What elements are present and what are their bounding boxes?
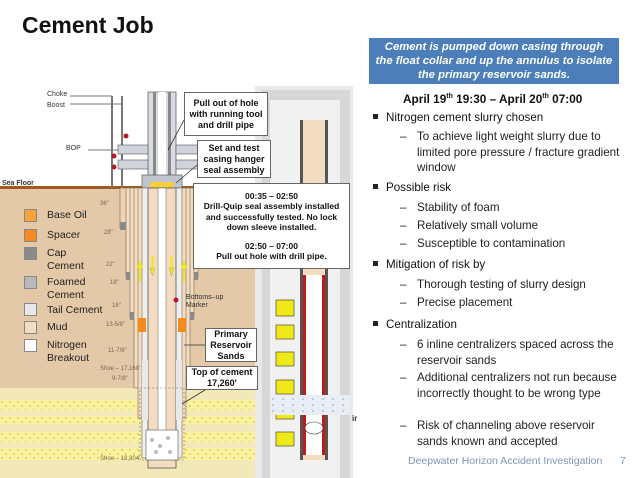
legend-label-cap-cement: Cap Cement xyxy=(47,247,84,272)
callout-primary-sands-text: Primary Reservoir Sands xyxy=(210,328,252,361)
date-end-sup: th xyxy=(542,93,549,101)
bullet-risk-text: Possible risk xyxy=(386,181,452,194)
bullet-mitigation-text: Mitigation of risk by xyxy=(386,258,486,271)
sub-bullet: –6 inline centralizers spaced across the… xyxy=(400,337,625,368)
footer-text: Deepwater Horizon Accident Investigation xyxy=(408,455,603,467)
legend-label-spacer: Spacer xyxy=(47,229,81,241)
sub-bullet: –Precise placement xyxy=(400,295,625,311)
sub-bullet: –Thorough testing of slurry design xyxy=(400,277,625,293)
timeline-box: 00:35 – 02:50 Drill-Quip seal assembly i… xyxy=(193,183,350,269)
cut-letter: ir xyxy=(352,414,358,423)
date-start-time: 19:30 – April 20 xyxy=(452,92,543,106)
shoe-18304: Shoe – 18,304' xyxy=(100,456,141,462)
sub-bullet-text: Relatively small volume xyxy=(417,219,539,232)
casing-size-22: 22" xyxy=(106,262,115,268)
sub-bullet-text: Thorough testing of slurry design xyxy=(417,278,586,291)
callout-set-test: Set and test casing hanger seal assembly xyxy=(197,140,271,178)
callout-top-cement: Top of cement 17,260' xyxy=(186,366,258,390)
legend-swatch-base-oil xyxy=(24,209,37,222)
sub-bullet-text: 6 inline centralizers spaced across the … xyxy=(417,338,614,367)
slide-title: Cement Job xyxy=(22,12,154,38)
bullet-risk: Possible risk xyxy=(373,181,451,194)
casing-size-16: 16" xyxy=(112,303,121,309)
bullet-square-icon xyxy=(373,261,378,267)
callout-set-test-text: Set and test casing hanger seal assembly xyxy=(203,142,265,175)
sub-bullet-text: Additional centralizers not run because … xyxy=(417,371,617,400)
bullet-square-icon xyxy=(373,321,378,327)
timeline2-time: 02:50 – 07:00 xyxy=(245,240,298,251)
shoe-17168: Shoe – 17,168' xyxy=(100,366,141,372)
bullet-nitrogen-text: Nitrogen cement slurry chosen xyxy=(386,111,544,124)
bullet-square-icon xyxy=(373,114,378,120)
legend-swatch-cap-cement xyxy=(24,247,37,260)
sub-bullet: –Susceptible to contamination xyxy=(400,236,625,252)
legend-swatch-nitrogen-breakout xyxy=(24,339,37,352)
date-start-sup: th xyxy=(446,93,453,101)
casing-size-36: 36" xyxy=(100,201,109,207)
casing-size-28: 28" xyxy=(104,230,113,236)
bottoms-up-label: Bottoms–up Marker xyxy=(186,294,224,309)
casing-size-18: 18" xyxy=(110,280,119,286)
bullet-square-icon xyxy=(373,184,378,190)
callout-pull-out: Pull out of hole with running tool and d… xyxy=(184,92,268,136)
callout-pull-out-text: Pull out of hole with running tool and d… xyxy=(189,97,263,130)
legend-swatch-mud xyxy=(24,321,37,334)
legend-label-mud: Mud xyxy=(47,321,68,333)
sub-bullet: –Risk of channeling above reservoir sand… xyxy=(400,418,625,449)
page-number: 7 xyxy=(620,455,626,467)
casing-size-13-5-8: 13-5/8" xyxy=(106,322,126,328)
legend-swatch-tail-cement xyxy=(24,303,37,316)
sub-bullet-text: Stability of foam xyxy=(417,201,500,214)
callout-top-cement-text: Top of cement 17,260' xyxy=(191,367,253,388)
legend-swatch-spacer xyxy=(24,229,37,242)
bullet-centralization: Centralization xyxy=(373,318,457,331)
sub-bullet-text: Susceptible to contamination xyxy=(417,237,566,250)
legend-label-tail-cement: Tail Cement xyxy=(47,304,103,316)
sub-bullet: –To achieve light weight slurry due to l… xyxy=(400,129,625,176)
summary-banner-text: Cement is pumped down casing through the… xyxy=(375,41,613,81)
boost-label: Boost xyxy=(47,102,65,109)
legend-label-base-oil: Base Oil xyxy=(47,209,87,221)
bullet-nitrogen: Nitrogen cement slurry chosen xyxy=(373,111,543,124)
date-start: April 19 xyxy=(403,92,447,106)
date-end-time: 07:00 xyxy=(548,92,583,106)
bop-label: BOP xyxy=(66,145,81,152)
legend-label-foamed-cement: Foamed Cement xyxy=(47,276,86,301)
choke-label: Choke xyxy=(47,91,68,98)
casing-size-9-7-8: 9-7/8" xyxy=(112,376,128,382)
timeline1-time: 00:35 – 02:50 xyxy=(245,190,298,201)
sub-bullet-text: To achieve light weight slurry due to li… xyxy=(417,130,620,174)
sub-bullet: –Stability of foam xyxy=(400,200,625,216)
date-heading: April 19th 19:30 – April 20th 07:00 xyxy=(403,92,582,106)
summary-banner: Cement is pumped down casing through the… xyxy=(369,38,619,84)
bullet-mitigation: Mitigation of risk by xyxy=(373,258,485,271)
casing-size-11-7-8: 11-7/8" xyxy=(108,348,127,354)
legend-swatch-foamed-cement xyxy=(24,276,37,289)
sub-bullet-text: Precise placement xyxy=(417,296,513,309)
timeline2-text: Pull out hole with drill pipe. xyxy=(216,251,327,261)
sub-bullet-text: Risk of channeling above reservoir sands… xyxy=(417,419,595,448)
callout-primary-sands: Primary Reservoir Sands xyxy=(205,328,257,362)
sub-bullet: –Relatively small volume xyxy=(400,218,625,234)
sea-floor-label: Sea Floor xyxy=(2,180,34,187)
timeline1-text: Drill-Quip seal assembly installed and s… xyxy=(203,201,340,232)
sub-bullet: –Additional centralizers not run because… xyxy=(400,370,625,401)
bullet-centralization-text: Centralization xyxy=(386,318,457,331)
legend-label-nitrogen-breakout: Nitrogen Breakout xyxy=(47,339,90,364)
